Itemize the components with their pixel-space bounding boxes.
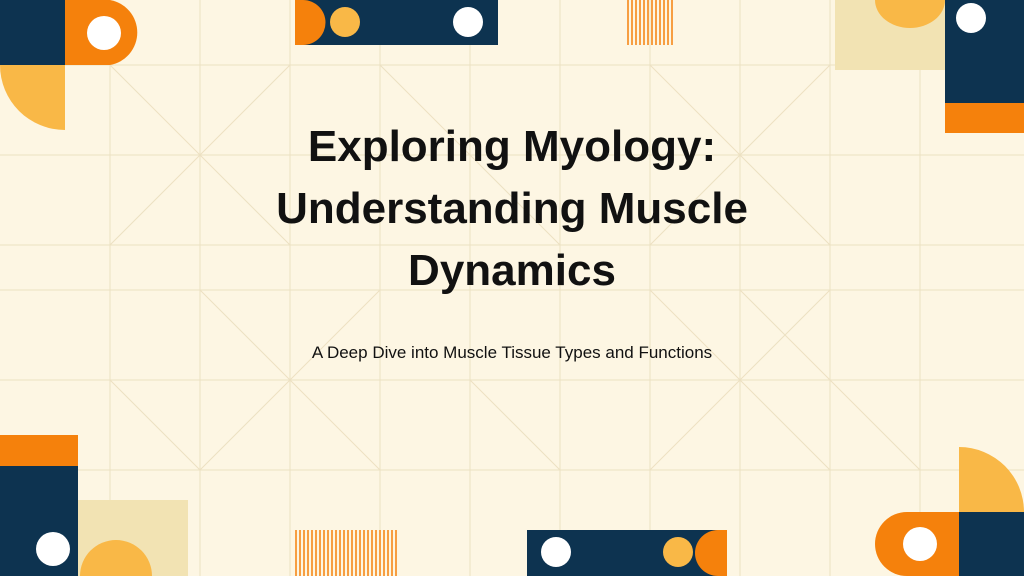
navy-block [959,512,1024,576]
orange-strip [0,435,78,466]
white-dot [87,16,121,50]
orange-half-circle [295,0,326,45]
yellow-quarter-circle [959,447,1024,512]
slide-subtitle: A Deep Dive into Muscle Tissue Types and… [311,343,713,362]
yellow-half-circle [875,0,945,28]
yellow-half-circle [80,540,152,576]
bottom-right-shapes [875,447,1024,576]
white-dot [36,532,70,566]
bottom-stripes [295,530,397,576]
white-dot [541,537,571,567]
yellow-dot [330,7,360,37]
white-dot [453,7,483,37]
white-dot [903,527,937,561]
top-left-shapes [0,0,138,130]
top-center-bar [295,0,498,45]
yellow-dot [663,537,693,567]
white-dot [956,3,986,33]
top-stripes [627,0,673,45]
yellow-quarter-circle [0,65,65,130]
bottom-center-bar [527,530,727,576]
orange-strip [945,103,1024,133]
navy-block [0,0,65,65]
orange-half-circle [695,530,727,576]
bottom-left-shapes [0,435,188,576]
slide-title: Exploring Myology: Understanding Muscle … [276,122,748,295]
top-right-shapes [835,0,1024,133]
